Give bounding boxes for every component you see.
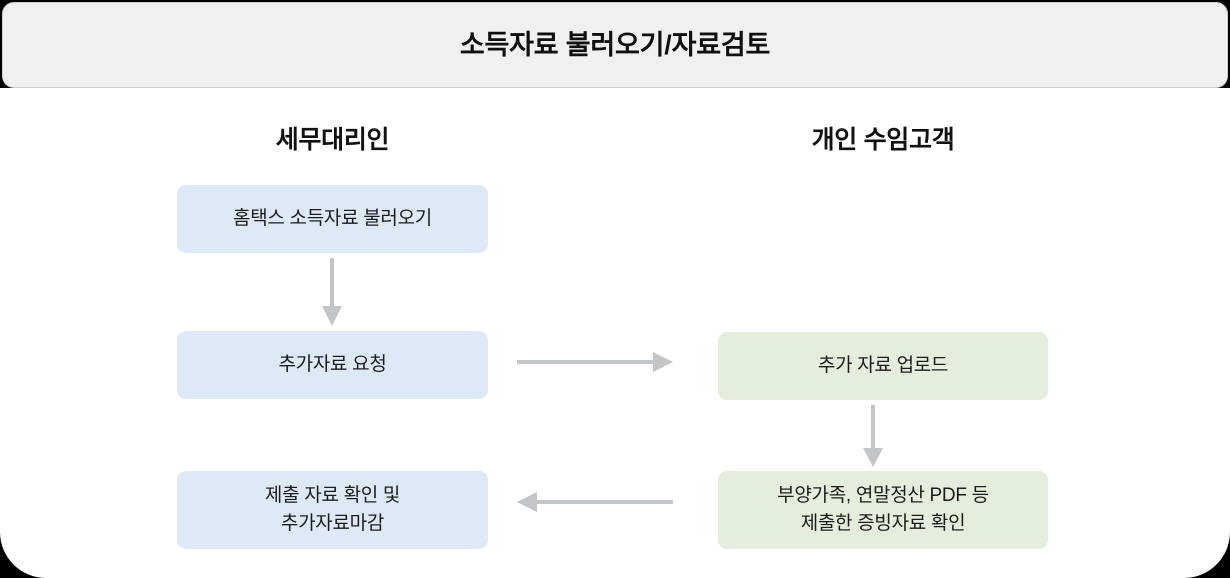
flow-box-confirm-and-close[interactable]: 제출 자료 확인 및 추가자료마감 [177,471,488,549]
header-panel: 소득자료 불러오기/자료검토 [2,2,1228,88]
arrow-down-icon-client [863,405,883,467]
flow-box-upload-additional-data[interactable]: 추가 자료 업로드 [718,332,1048,400]
flow-box-confirm-and-close-label: 제출 자료 확인 및 추가자료마감 [264,482,401,537]
arrow-left-icon-client-to-agent [517,492,673,512]
arrow-right-icon-agent-to-client [517,352,673,372]
flow-box-request-additional-data[interactable]: 추가자료 요청 [177,331,488,399]
flow-box-request-additional-data-label: 추가자료 요청 [278,354,387,376]
flow-box-confirm-and-close-line2: 추가자료마감 [280,513,385,534]
flow-box-verify-submitted-documents-label: 부양가족, 연말정산 PDF 등 제출한 증빙자료 확인 [777,482,989,537]
column-heading-individual-client: 개인 수임고객 [811,126,955,154]
column-heading-tax-agent: 세무대리인 [275,126,390,154]
flow-box-upload-additional-data-label: 추가 자료 업로드 [817,355,949,377]
flow-box-verify-submitted-documents-line2: 제출한 증빙자료 확인 [800,513,966,534]
page-title: 소득자료 불러오기/자료검토 [459,29,771,60]
flow-box-verify-submitted-documents-line1: 부양가족, 연말정산 PDF 등 [777,485,989,507]
flow-box-confirm-and-close-line1: 제출 자료 확인 및 [264,485,401,507]
flow-box-hometax-import[interactable]: 홈택스 소득자료 불러오기 [177,185,488,253]
flow-box-hometax-import-label: 홈택스 소득자료 불러오기 [233,208,432,230]
flow-box-verify-submitted-documents[interactable]: 부양가족, 연말정산 PDF 등 제출한 증빙자료 확인 [718,471,1048,549]
arrow-down-icon-agent [322,258,342,326]
diagram-body: 세무대리인 개인 수임고객 홈택스 소득자료 불러오기 추가자료 요청 제출 자… [0,88,1230,578]
